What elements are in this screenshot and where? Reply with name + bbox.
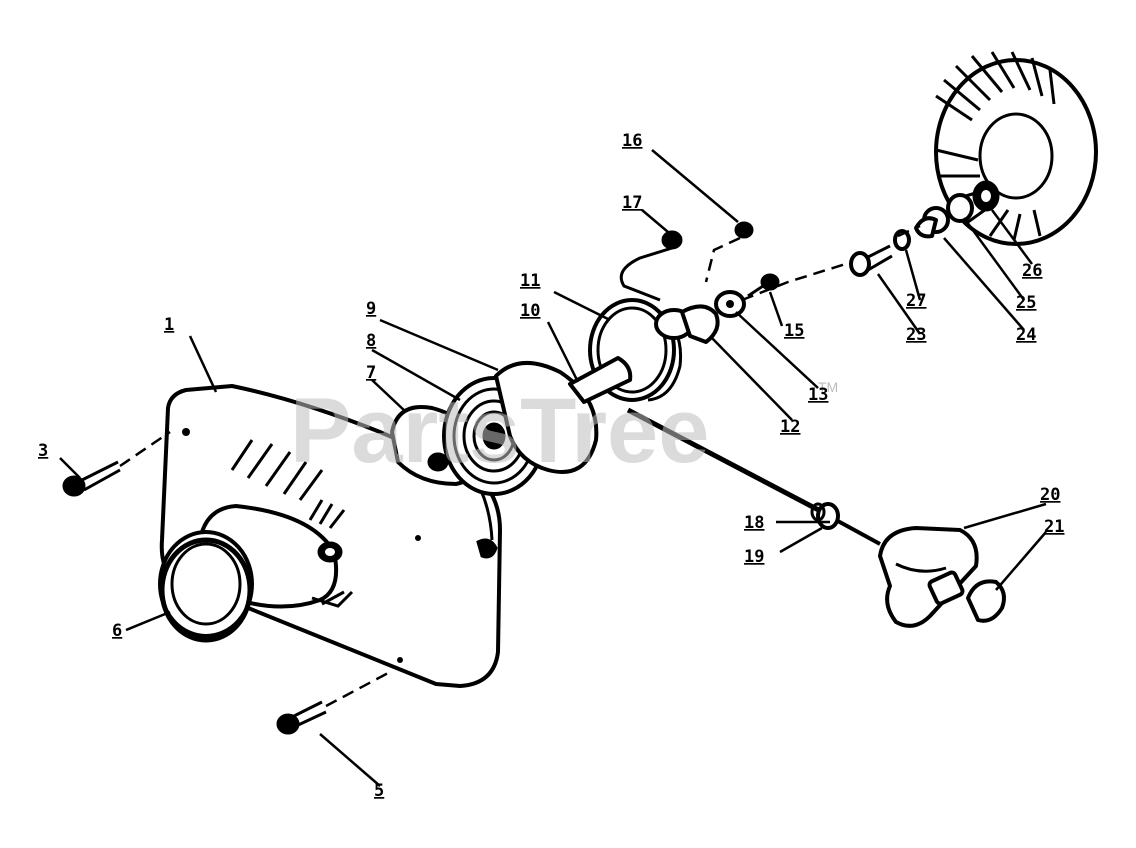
- callout-13: 13: [808, 385, 828, 405]
- callout-leaders: [59, 149, 1047, 787]
- part-6-snap-ring[interactable]: [159, 537, 253, 643]
- part-24-pawl-stud[interactable]: [914, 206, 950, 239]
- callout-3: 3: [38, 441, 48, 461]
- part-23-screw[interactable]: [849, 244, 893, 277]
- callout-21: 21: [1044, 517, 1064, 537]
- part-15-screw[interactable]: [747, 273, 780, 298]
- callout-26: 26: [1022, 261, 1042, 281]
- callout-16: 16: [622, 131, 642, 151]
- callout-24: 24: [1016, 325, 1036, 345]
- callout-1: 1: [164, 315, 174, 335]
- callout-27: 27: [906, 291, 926, 311]
- centerline-flywheel-2: [897, 224, 921, 238]
- callout-12: 12: [780, 417, 800, 437]
- centerline-flywheel: [741, 260, 853, 302]
- part-13-washer[interactable]: [714, 290, 746, 318]
- callout-15: 15: [784, 321, 804, 341]
- part-27-lockwasher[interactable]: [893, 229, 911, 251]
- callout-7: 7: [366, 363, 376, 383]
- part-17-screw[interactable]: [661, 230, 683, 250]
- callout-5: 5: [374, 781, 384, 801]
- callout-labels: 1 3 5 6 7 8 9 10 11 12 13 15 16 17 18 19…: [38, 131, 1064, 801]
- callout-10: 10: [520, 301, 540, 321]
- callout-19: 19: [744, 547, 764, 567]
- part-12-pawl[interactable]: [654, 304, 720, 344]
- part-26-nut[interactable]: [972, 180, 1000, 212]
- part-21-handle-insert[interactable]: [966, 579, 1006, 623]
- watermark-trademark: TM: [818, 379, 838, 395]
- part-10-shaft[interactable]: [568, 356, 633, 404]
- part-25-spacer[interactable]: [946, 193, 974, 223]
- callout-18: 18: [744, 513, 764, 533]
- callout-8: 8: [366, 331, 376, 351]
- callout-25: 25: [1016, 293, 1036, 313]
- part-9-spring-cover[interactable]: [494, 360, 599, 474]
- part-16-screw[interactable]: [704, 221, 754, 283]
- callout-9: 9: [366, 299, 376, 319]
- pawl-spring-wire: [619, 246, 673, 302]
- callout-23: 23: [906, 325, 926, 345]
- part-5-screw[interactable]: [276, 670, 391, 735]
- part-3-screw[interactable]: [62, 430, 171, 497]
- callout-6: 6: [112, 621, 122, 641]
- part-18-starter-rope[interactable]: [626, 407, 881, 546]
- callout-17: 17: [622, 193, 642, 213]
- callout-11: 11: [520, 271, 540, 291]
- part-20-starter-handle[interactable]: [878, 526, 979, 628]
- callout-20: 20: [1040, 485, 1060, 505]
- watermark-text: PartsTree: [290, 380, 709, 482]
